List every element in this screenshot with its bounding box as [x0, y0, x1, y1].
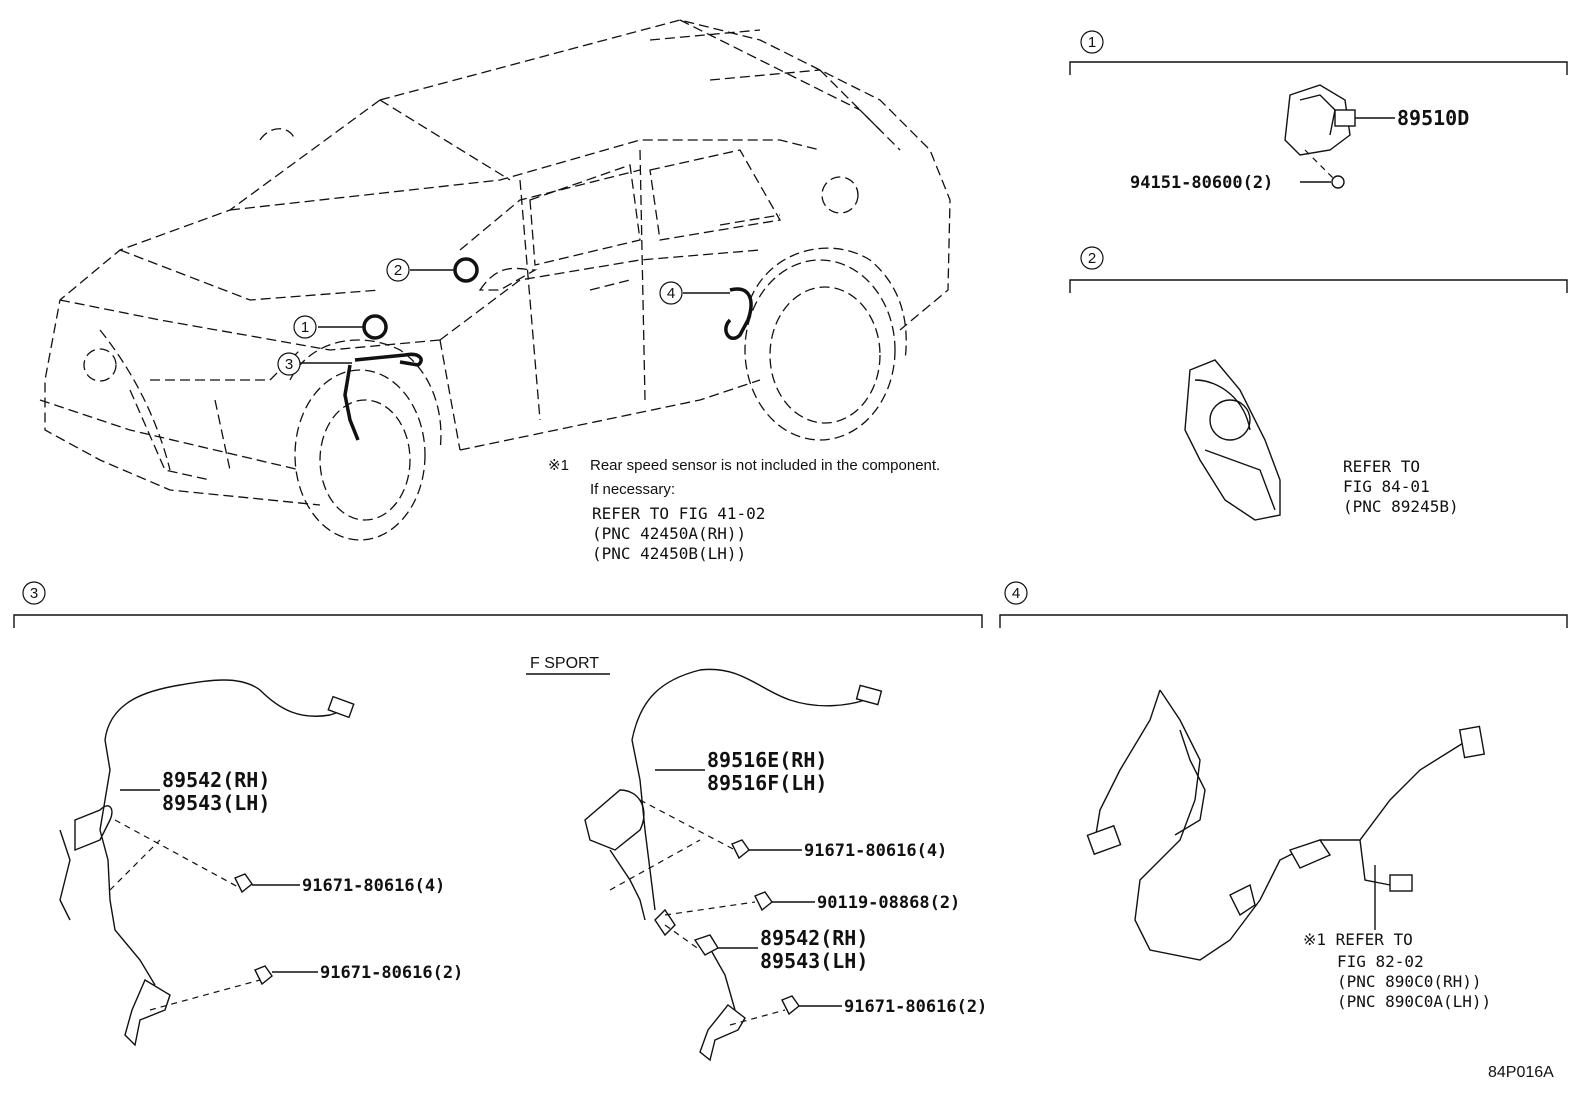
bolt-90119-08868: 90119-08868(2) [817, 893, 960, 913]
section-4-ref1: ※1 REFER TO [1303, 930, 1413, 949]
part-number-89542-rh-left: 89542(RH) [162, 768, 270, 792]
part-number-89543-lh-right: 89543(LH) [760, 949, 868, 973]
bolt-icon [234, 873, 253, 894]
section-2-ref3: (PNC 89245B) [1343, 497, 1459, 516]
bolt-91671-80616-2-right: 91671-80616(2) [844, 997, 987, 1017]
bolt-icon [731, 839, 750, 860]
note-line2: If necessary: [590, 481, 675, 498]
car-callout-3: 3 [285, 356, 293, 373]
note-ref2: (PNC 42450A(RH)) [592, 524, 746, 543]
sensor-drawing [693, 934, 719, 956]
section-3: 3 89542(RH) 89543(LH) 91671-80616(4) 916… [13, 581, 987, 1062]
section-4: 4 ※1 REFER TO FIG 82-02 (PNC 890C0(RH)) … [999, 581, 1568, 1011]
section-2-ref2: FIG 84-01 [1343, 477, 1430, 496]
bolt-91671-80616-4-right: 91671-80616(4) [804, 841, 947, 861]
harness-left-drawing [104, 679, 346, 741]
section-3-number: 3 [30, 585, 38, 602]
section-2-ref1: REFER TO [1343, 457, 1420, 476]
part-number-89516e-rh: 89516E(RH) [707, 748, 827, 772]
section-1: 1 89510D 94151-80600(2) [1069, 30, 1568, 193]
harness-section4-drawing [1134, 689, 1481, 961]
part-number-89542-rh-right: 89542(RH) [760, 926, 868, 950]
part-number-89516f-lh: 89516F(LH) [707, 771, 827, 795]
car-callout-1: 1 [301, 319, 309, 336]
fsport-label: F SPORT [530, 655, 599, 672]
bolt-icon [781, 995, 800, 1016]
note-symbol: ※1 [548, 457, 569, 474]
rear-sensor-note: ※1 Rear speed sensor is not included in … [548, 457, 940, 563]
bolt-icon [254, 965, 273, 986]
bolt-91671-80616-4-left: 91671-80616(4) [302, 876, 445, 896]
note-ref3: (PNC 42450B(LH)) [592, 544, 746, 563]
note-ref1: REFER TO FIG 41-02 [592, 504, 765, 523]
harness-right-drawing [631, 668, 866, 741]
sensor-89510d-drawing [1284, 84, 1351, 156]
section-4-ref2: FIG 82-02 [1337, 952, 1424, 971]
car-callout-4: 4 [667, 285, 675, 302]
vehicle-illustration: 1 2 3 4 [39, 19, 951, 541]
section-1-number: 1 [1088, 34, 1096, 51]
part-number-89510d: 89510D [1397, 106, 1469, 130]
note-line1: Rear speed sensor is not included in the… [590, 457, 940, 474]
nut-icon [1331, 175, 1345, 189]
figure-code: 84P016A [1488, 1064, 1554, 1081]
car-callout-2: 2 [394, 262, 402, 279]
part-number-89543-lh-left: 89543(LH) [162, 791, 270, 815]
part-number-94151-80600: 94151-80600(2) [1130, 173, 1273, 193]
section-4-ref4: (PNC 890C0A(LH)) [1337, 992, 1491, 1011]
bolt-91671-80616-2-left: 91671-80616(2) [320, 963, 463, 983]
section-2: 2 REFER TO FIG 84-01 (PNC 89245B) [1069, 246, 1568, 521]
bolt-icon [754, 891, 773, 912]
section-2-number: 2 [1088, 250, 1096, 267]
section-4-number: 4 [1012, 585, 1020, 602]
section-4-ref3: (PNC 890C0(RH)) [1337, 972, 1482, 991]
